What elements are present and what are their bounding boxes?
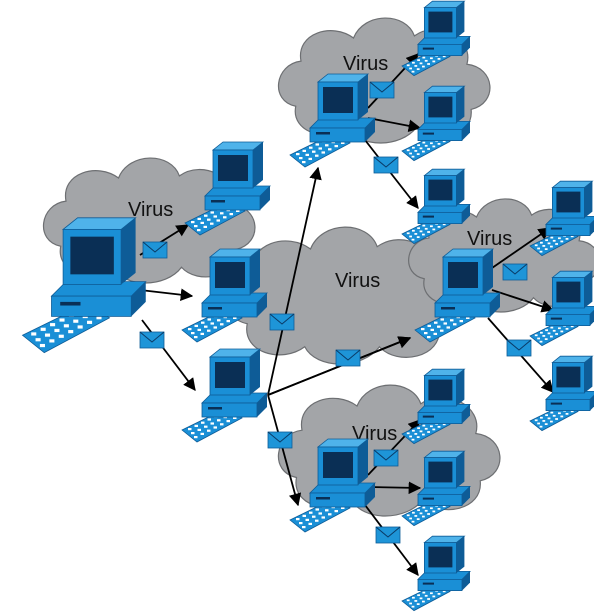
desktop-computer-icon[interactable] — [530, 356, 594, 430]
infection-arrow — [140, 290, 192, 296]
email-envelope-icon — [507, 340, 531, 356]
email-envelope-icon — [503, 264, 527, 280]
email-envelope-icon — [270, 314, 294, 330]
email-envelope-icon — [374, 450, 398, 466]
email-envelope-icon — [374, 157, 398, 173]
email-envelope-icon — [140, 332, 164, 348]
cloud-label: Virus — [335, 270, 380, 292]
email-envelope-icon — [336, 350, 360, 366]
desktop-computer-icon[interactable] — [182, 349, 267, 442]
email-envelope-icon — [370, 82, 394, 98]
email-envelope-icon — [268, 432, 292, 448]
desktop-computer-icon[interactable] — [402, 536, 470, 610]
desktop-computer-icon[interactable] — [23, 218, 146, 353]
cloud-label: Virus — [467, 228, 512, 250]
email-envelope-icon — [143, 242, 167, 258]
cloud-label: Virus — [343, 53, 388, 75]
email-envelope-icon — [376, 527, 400, 543]
infection-arrow — [368, 487, 420, 488]
